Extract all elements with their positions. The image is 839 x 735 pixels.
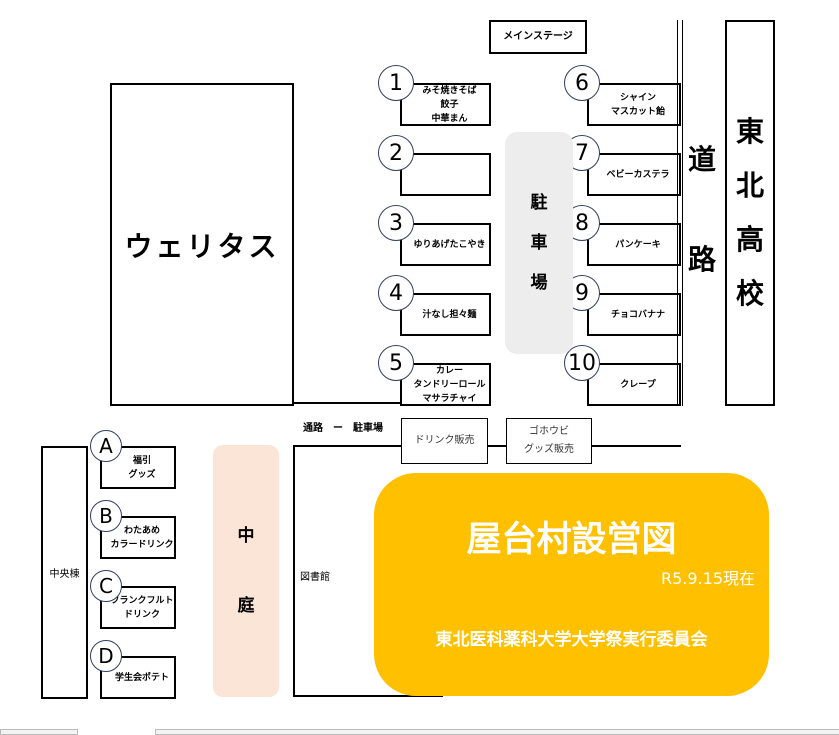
banner-title: 屋台村設営図 [466, 520, 677, 560]
veritas-building: ウェリタス [110, 83, 294, 406]
stall-number: B [99, 504, 113, 528]
stall-item: マサラチャイ [422, 393, 477, 404]
stall-box: クレープ [587, 363, 681, 406]
stall-item: チョコバナナ [610, 309, 665, 320]
main-stage: メインステージ [489, 20, 587, 54]
stall-item: ベビーカステラ [606, 169, 670, 180]
stall-box [400, 153, 491, 196]
courtyard-char: 庭 [237, 596, 255, 616]
stall-box: みそ焼きそば餃子中華まん [400, 83, 491, 126]
stall-number: 3 [389, 210, 403, 236]
school-char: 東 [735, 115, 764, 148]
tohoku-high-school: 東北高校 [725, 20, 775, 406]
library-label: 図書館 [300, 572, 330, 583]
stall-item: 中華まん [431, 113, 468, 124]
drink-sale-label: ドリンク販売 [414, 435, 475, 446]
stall-item: クレープ [620, 379, 656, 390]
stall-number-badge: 3 [378, 205, 414, 241]
banner-date: R5.9.15現在 [660, 569, 755, 588]
stall-item: カレー [435, 365, 463, 376]
stall-box: パンケーキ [587, 223, 681, 266]
road-line [677, 20, 683, 406]
stall-number-badge: 4 [378, 275, 414, 311]
stall-item: 餃子 [440, 99, 459, 110]
school-char: 北 [735, 169, 764, 202]
central-building-label: 中央棟 [49, 569, 80, 580]
title-banner: 屋台村設営図 R5.9.15現在 東北医科薬科大学大学祭実行委員会 [374, 473, 769, 696]
stall-number-badge: 2 [378, 135, 414, 171]
stall-item: わたあめ [123, 525, 160, 536]
stall-number-badge: C [90, 570, 122, 602]
stall-item: シャイン [619, 92, 656, 103]
stall-item: 汁なし担々麺 [422, 309, 477, 320]
goods-sale-label: グッズ販売 [524, 444, 574, 455]
courtyard: 中庭 [213, 445, 279, 697]
stall-number: 4 [389, 280, 403, 306]
stall-number: 8 [575, 210, 589, 236]
stall-number-badge: A [90, 430, 122, 462]
stall-item: 福引 [132, 455, 151, 466]
parking-char: 車 [530, 233, 548, 253]
stall-item: グッズ [128, 469, 156, 480]
stall-number-badge: 6 [564, 65, 600, 101]
stall-item: ドリンク [123, 609, 160, 620]
school-char: 校 [735, 277, 764, 310]
stall-item: カラードリンク [110, 539, 174, 550]
courtyard-char: 中 [237, 526, 255, 546]
drink-sale-booth: ドリンク販売 [401, 418, 488, 464]
stall-item: タンドリーロール [413, 379, 486, 390]
stall-number: 1 [389, 70, 403, 96]
central-building: 中央棟 [41, 446, 88, 699]
stall-box: チョコバナナ [587, 293, 681, 336]
stall-number: D [98, 644, 114, 668]
stall-number: 2 [389, 140, 403, 166]
stall-number-badge: D [90, 640, 122, 672]
stall-box: 汁なし担々麺 [400, 293, 491, 336]
parking-area: 駐車場 [505, 132, 573, 354]
stall-number-badge: 5 [378, 345, 414, 381]
stall-box: ゆりあげたこやき [400, 223, 491, 266]
stall-item: ゆりあげたこやき [413, 239, 486, 250]
stall-box: わたあめカラードリンク [100, 516, 176, 559]
stall-number: 7 [575, 140, 589, 166]
stall-number: 5 [389, 350, 403, 376]
reward-label: ゴホウビ [529, 426, 569, 437]
stall-number: 9 [575, 280, 589, 306]
road-char: 道 [687, 143, 716, 176]
parking-char: 場 [530, 273, 548, 293]
sheet-tab-bar[interactable] [0, 729, 78, 735]
stall-number: 6 [575, 70, 589, 96]
library-bottom-wall [293, 695, 443, 697]
library-left-wall [293, 445, 295, 697]
divider-line [293, 402, 401, 404]
parking-char: 駐 [530, 193, 548, 213]
stall-number: 10 [568, 350, 596, 376]
stall-number-badge: B [90, 500, 122, 532]
stall-number-badge: 1 [378, 65, 414, 101]
banner-organization: 東北医科薬科大学大学祭実行委員会 [435, 630, 708, 650]
stall-number: A [99, 434, 113, 458]
road-char: 路 [687, 243, 716, 276]
horizontal-scrollbar[interactable] [155, 729, 839, 735]
stall-number: C [99, 574, 113, 598]
stall-item: パンケーキ [615, 239, 661, 250]
main-stage-label: メインステージ [503, 31, 573, 42]
stall-box: ベビーカステラ [587, 153, 681, 196]
school-char: 高 [735, 223, 764, 256]
stall-number-badge: 10 [564, 345, 600, 381]
stall-item: フランクフルト [110, 595, 174, 606]
stall-box: シャインマスカット飴 [587, 83, 681, 126]
reward-goods-booth: ゴホウビグッズ販売 [506, 418, 592, 464]
stall-box: カレータンドリーロールマサラチャイ [400, 363, 491, 406]
stall-item: みそ焼きそば [422, 85, 477, 96]
road-label: 道路 [684, 135, 720, 285]
stall-item: 学生会ポテト [114, 672, 169, 683]
stall-item: マスカット飴 [610, 106, 665, 117]
veritas-label: ウェリタス [124, 229, 280, 263]
passage-label: 通路 ー 駐車場 [303, 423, 383, 434]
